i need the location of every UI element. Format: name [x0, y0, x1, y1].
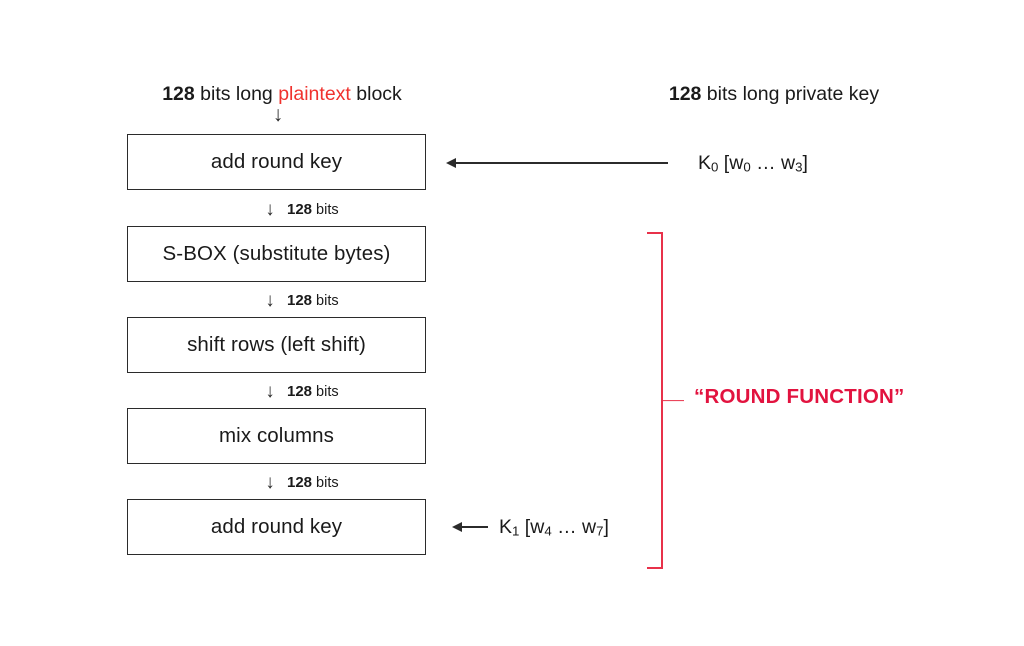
bracket-spine — [661, 232, 663, 569]
flow-arrow-label: 128 bits — [287, 201, 339, 218]
arrow-head — [452, 521, 462, 532]
key-open-bracket: [w — [519, 516, 545, 538]
key-open-bracket: [w — [718, 152, 744, 174]
key-close-bracket: ] — [802, 152, 808, 174]
flow-arrow-label: 128 bits — [287, 292, 339, 309]
bracket-cap-bottom — [647, 567, 663, 569]
arrow-shaft — [458, 526, 488, 528]
key-subscript: 1 — [512, 523, 520, 539]
flow-arrow-label: 128 bits — [287, 474, 339, 491]
flow-arrow-bits-unit: bits — [312, 474, 339, 491]
private-key-header: 128 bits long private key — [562, 82, 986, 106]
plaintext-tail-text: block — [350, 83, 402, 105]
flow-arrow-bits-value: 128 — [287, 200, 313, 218]
down-arrow-icon: ↓ — [265, 198, 275, 220]
process-box-shift-rows[interactable]: shift rows (left shift) — [127, 317, 426, 373]
word-start-subscript: 0 — [743, 159, 751, 175]
key-ellipsis: … w — [551, 516, 597, 538]
plaintext-mid-text: bits long — [194, 83, 279, 105]
key-name: K — [499, 516, 513, 538]
key-input-arrow-0-icon — [446, 156, 668, 170]
private-key-rest-text: bits long private key — [701, 83, 880, 105]
process-box-add-round-key-1[interactable]: add round key — [127, 134, 426, 190]
flow-arrow-bits-unit: bits — [312, 201, 339, 218]
process-box-add-round-key-2[interactable]: add round key — [127, 499, 426, 555]
process-box-label: shift rows (left shift) — [187, 333, 366, 356]
flow-arrow-bits-unit: bits — [312, 383, 339, 400]
down-arrow-icon: ↓ — [265, 380, 275, 402]
process-box-label: mix columns — [218, 424, 334, 447]
round-function-label: “ROUND FUNCTION” — [694, 385, 905, 408]
plaintext-bits-value: 128 — [162, 83, 195, 105]
key-name: K — [698, 152, 712, 174]
flow-arrow-bits-unit: bits — [312, 292, 339, 309]
arrow-shaft — [452, 162, 668, 164]
key-subscript: 0 — [711, 159, 719, 175]
key-close-bracket: ] — [603, 516, 609, 538]
process-box-label: add round key — [210, 150, 343, 173]
key-ellipsis: … w — [750, 152, 796, 174]
entry-arrow-icon: ↓ — [272, 103, 284, 126]
bracket-cap-top — [647, 232, 663, 234]
bracket-center-tick — [663, 399, 684, 402]
arrow-head — [446, 157, 456, 168]
flow-arrow-2: ↓ 128 bits — [262, 287, 462, 313]
process-box-mix-columns[interactable]: mix columns — [127, 408, 426, 464]
down-arrow-icon: ↓ — [265, 289, 275, 311]
key-input-arrow-1-icon — [452, 520, 488, 534]
process-box-s-box[interactable]: S-BOX (substitute bytes) — [127, 226, 426, 282]
process-box-label: add round key — [210, 515, 343, 538]
flow-arrow-1: ↓ 128 bits — [262, 196, 462, 222]
flow-arrow-3: ↓ 128 bits — [262, 378, 462, 404]
plaintext-header: 128 bits long plaintext block — [0, 82, 564, 106]
down-arrow-icon: ↓ — [265, 471, 275, 493]
round-function-bracket — [647, 232, 684, 569]
key-label-k1: K1 [w4 … w7] — [499, 516, 609, 539]
word-end-subscript: 7 — [596, 523, 604, 539]
private-key-bits-value: 128 — [668, 83, 702, 105]
key-label-k0: K0 [w0 … w3] — [698, 152, 808, 175]
word-start-subscript: 4 — [544, 523, 552, 539]
process-box-label: S-BOX (substitute bytes) — [162, 242, 391, 265]
flow-arrow-bits-value: 128 — [287, 382, 313, 400]
word-end-subscript: 3 — [795, 159, 803, 175]
plaintext-accent-word: plaintext — [278, 83, 351, 105]
flow-arrow-bits-value: 128 — [287, 291, 313, 309]
flow-arrow-bits-value: 128 — [287, 473, 313, 491]
flow-arrow-4: ↓ 128 bits — [262, 469, 462, 495]
flow-arrow-label: 128 bits — [287, 383, 339, 400]
